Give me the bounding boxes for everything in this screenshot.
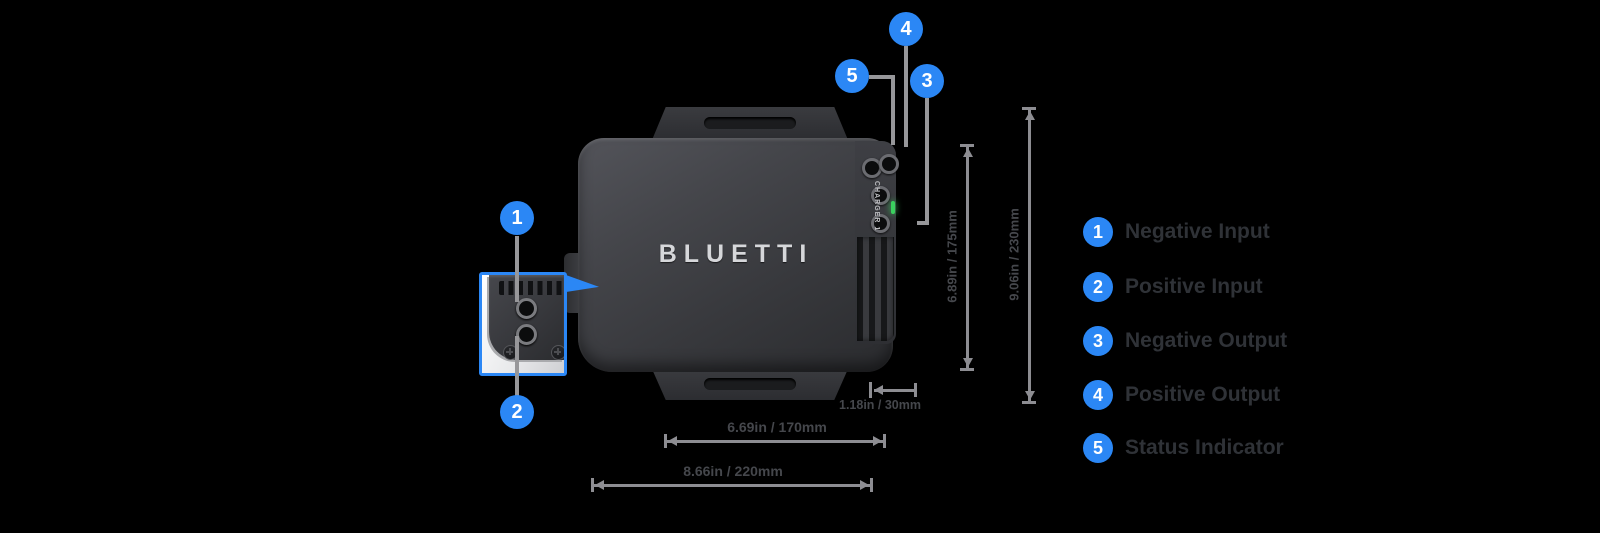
legend-item-status-indicator: 5 Status Indicator <box>1083 433 1284 463</box>
dim-tick <box>883 434 886 448</box>
leader-line-1 <box>515 236 519 302</box>
legend-label-4: Positive Output <box>1125 383 1281 406</box>
legend-label-2: Positive Input <box>1125 275 1263 298</box>
legend-bubble-5: 5 <box>1083 433 1113 463</box>
legend-item-positive-output: 4 Positive Output <box>1083 380 1280 410</box>
dim-label-body-width: 6.69in / 170mm <box>727 419 827 435</box>
dim-line-depth <box>874 389 916 392</box>
device-model-side-label: CHARGER 1 <box>873 181 880 232</box>
device-vent-fins <box>857 237 894 341</box>
brand-logo: BLUETTI <box>658 240 814 268</box>
legend-bubble-2: 2 <box>1083 272 1113 302</box>
dim-tick <box>914 383 917 397</box>
screw-icon <box>551 345 564 360</box>
terminal-port <box>871 186 890 205</box>
callout-bubble-5: 5 <box>835 59 869 93</box>
dim-tick <box>960 144 974 147</box>
dim-tick <box>1022 107 1036 110</box>
legend-item-negative-output: 3 Negative Output <box>1083 326 1287 356</box>
dim-tick <box>870 478 873 492</box>
callout-bubble-3: 3 <box>910 64 944 98</box>
dim-arrow <box>860 480 869 490</box>
legend-label-1: Negative Input <box>1125 220 1270 243</box>
leader-line-3 <box>925 98 929 225</box>
legend-item-positive-input: 2 Positive Input <box>1083 272 1263 302</box>
dim-arrow <box>668 436 677 446</box>
legend-bubble-1: 1 <box>1083 217 1113 247</box>
dim-arrow <box>595 480 604 490</box>
leader-line-5-elbow <box>869 75 895 79</box>
dim-tick <box>1022 401 1036 404</box>
mounting-bracket-bottom <box>652 369 848 400</box>
callout-bubble-4: 4 <box>889 12 923 46</box>
leader-line-5 <box>891 75 895 145</box>
callout-bubble-1: 1 <box>500 201 534 235</box>
legend-item-negative-input: 1 Negative Input <box>1083 217 1270 247</box>
dim-label-depth: 1.18in / 30mm <box>839 398 921 412</box>
dim-arrow <box>1024 391 1035 400</box>
callout-bubble-2: 2 <box>500 395 534 429</box>
bracket-slot <box>704 117 796 129</box>
leader-line-4 <box>904 46 908 147</box>
positive-input-terminal <box>516 324 537 345</box>
dim-tick <box>664 434 667 448</box>
dim-arrow <box>873 436 882 446</box>
dim-arrow <box>962 148 973 157</box>
dim-tick <box>960 368 974 371</box>
leader-line-2 <box>515 336 519 397</box>
dim-arrow <box>1024 111 1035 120</box>
negative-input-terminal <box>516 298 537 319</box>
device-body: BLUETTI <box>578 138 893 372</box>
detail-callout-box <box>479 272 567 376</box>
dim-tick <box>591 478 594 492</box>
dim-line-body-height <box>966 147 969 368</box>
status-led <box>891 201 895 214</box>
legend-label-5: Status Indicator <box>1125 436 1284 459</box>
detail-vent-slots <box>499 281 563 295</box>
bracket-slot <box>704 378 796 390</box>
legend-bubble-4: 4 <box>1083 380 1113 410</box>
dim-arrow <box>874 385 883 395</box>
dim-label-overall-height: 9.06in / 230mm <box>1006 208 1022 301</box>
dim-line-overall-width <box>594 484 870 487</box>
legend-bubble-3: 3 <box>1083 326 1113 356</box>
dim-tick <box>869 382 872 398</box>
dim-line-overall-height <box>1028 110 1031 401</box>
dim-label-body-height: 6.89in / 175mm <box>944 210 960 303</box>
terminal-port <box>879 154 899 174</box>
dim-line-body-width <box>667 440 883 443</box>
terminal-port <box>871 214 890 233</box>
dim-label-overall-width: 8.66in / 220mm <box>683 463 783 479</box>
dim-arrow <box>962 358 973 367</box>
leader-line-3-elbow <box>917 221 929 225</box>
detail-device-corner <box>489 275 564 360</box>
legend-label-3: Negative Output <box>1125 329 1288 352</box>
mounting-bracket-top <box>652 107 848 140</box>
